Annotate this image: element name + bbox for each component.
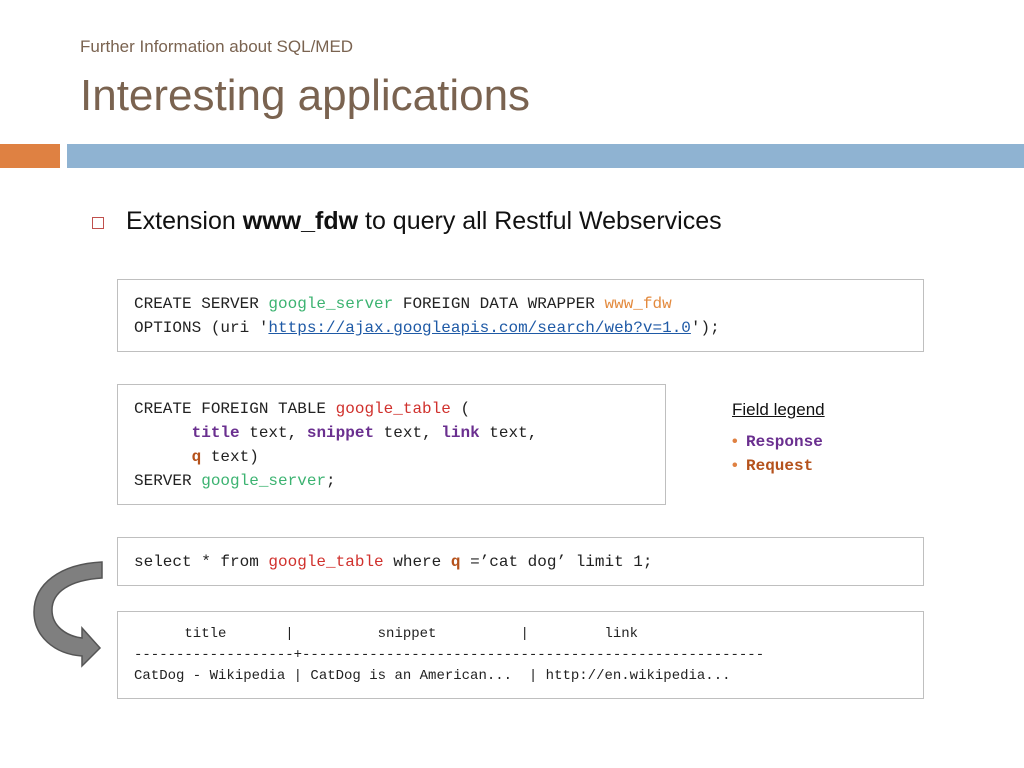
- table-name: google_table: [268, 553, 384, 571]
- result-header: title | snippet | link: [134, 626, 639, 642]
- field-legend: Field legend Response Request: [732, 400, 825, 478]
- slide-title: Interesting applications: [80, 71, 531, 120]
- code-text: CREATE FOREIGN TABLE: [134, 400, 336, 418]
- code-line: CREATE FOREIGN TABLE google_table (: [134, 397, 649, 421]
- code-text: text): [201, 448, 259, 466]
- code-text: where: [383, 553, 451, 571]
- code-line: q text): [134, 445, 649, 469]
- code-text: text,: [239, 424, 307, 442]
- code-text: text,: [479, 424, 538, 442]
- response-field: link: [441, 424, 480, 442]
- legend-item-response: Response: [732, 430, 825, 454]
- code-text: CREATE SERVER: [134, 295, 269, 313]
- curved-arrow-icon: [33, 561, 103, 668]
- code-text: (: [450, 400, 471, 418]
- response-field: title: [191, 424, 240, 442]
- select-query-code-box: select * from google_table where q =’cat…: [117, 537, 924, 586]
- query-result-box: title | snippet | link -----------------…: [117, 611, 924, 699]
- server-name: google_server: [268, 295, 394, 313]
- bullet-item: Extension www_fdw to query all Restful W…: [92, 207, 722, 236]
- create-table-code-box: CREATE FOREIGN TABLE google_table ( titl…: [117, 384, 666, 505]
- legend-title: Field legend: [732, 400, 825, 419]
- server-name: google_server: [201, 472, 327, 490]
- square-bullet-icon: [92, 217, 104, 229]
- code-text: ');: [690, 319, 720, 337]
- code-line: SERVER google_server;: [134, 469, 649, 493]
- indent: [134, 448, 192, 466]
- result-row: CatDog - Wikipedia | CatDog is an Americ…: [134, 668, 731, 684]
- bullet-bold: www_fdw: [242, 207, 359, 235]
- code-text: select * from: [134, 553, 269, 571]
- code-text: text,: [374, 424, 442, 442]
- bullet-suffix: to query all Restful Webservices: [358, 207, 722, 235]
- accent-bar-blue: [67, 144, 1024, 168]
- request-field: q: [450, 553, 461, 571]
- indent: [134, 424, 192, 442]
- code-text: OPTIONS (uri ': [134, 319, 269, 337]
- legend-list: Response Request: [732, 430, 825, 478]
- code-text: FOREIGN DATA WRAPPER: [393, 295, 605, 313]
- accent-bar-orange: [0, 144, 60, 168]
- code-text: ;: [326, 472, 336, 490]
- slide-subtitle: Further Information about SQL/MED: [80, 37, 354, 56]
- code-line: CREATE SERVER google_server FOREIGN DATA…: [134, 292, 907, 316]
- wrapper-name: www_fdw: [604, 295, 672, 313]
- code-line: select * from google_table where q =’cat…: [134, 550, 907, 574]
- code-text: =’cat dog’ limit 1;: [460, 553, 653, 571]
- result-separator: -------------------+--------------------…: [134, 647, 765, 663]
- code-line: title text, snippet text, link text,: [134, 421, 649, 445]
- legend-item-request: Request: [732, 454, 825, 478]
- table-name: google_table: [335, 400, 451, 418]
- request-field: q: [191, 448, 202, 466]
- code-line: OPTIONS (uri 'https://ajax.googleapis.co…: [134, 316, 907, 340]
- response-field: snippet: [306, 424, 375, 442]
- create-server-code-box: CREATE SERVER google_server FOREIGN DATA…: [117, 279, 924, 352]
- uri-link[interactable]: https://ajax.googleapis.com/search/web?v…: [268, 319, 691, 337]
- bullet-text: Extension www_fdw to query all Restful W…: [126, 207, 722, 236]
- bullet-prefix: Extension: [126, 207, 243, 235]
- code-text: SERVER: [134, 472, 202, 490]
